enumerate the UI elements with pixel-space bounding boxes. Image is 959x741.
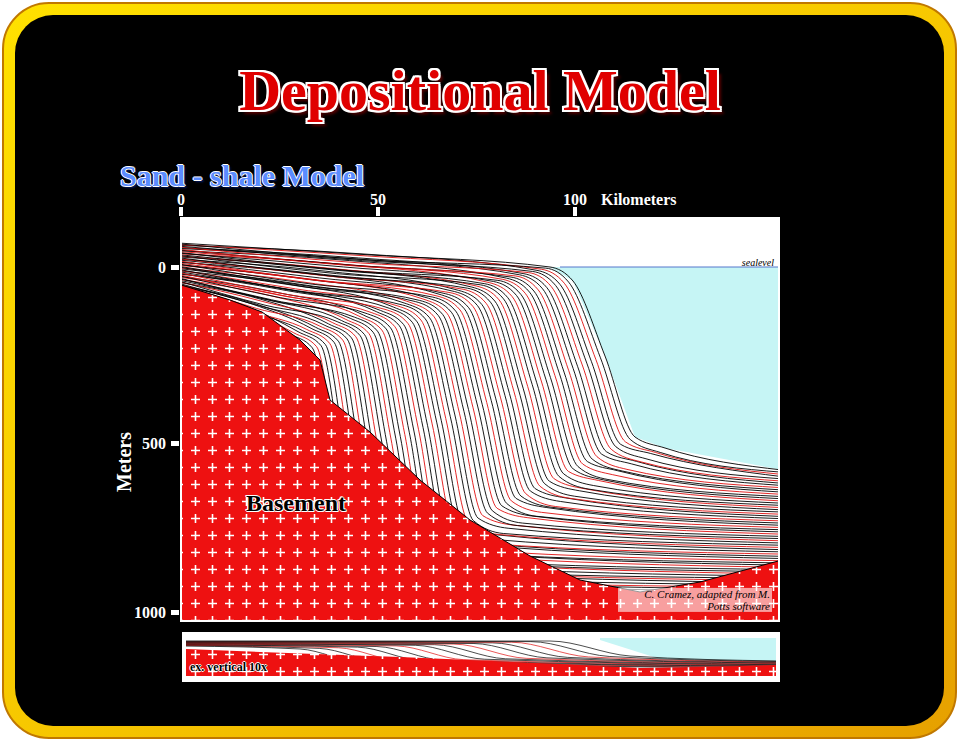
sediment-fill — [182, 243, 778, 620]
black-ground — [15, 15, 944, 726]
strip-panel — [182, 632, 780, 682]
label: Sand - shale Model — [120, 159, 364, 193]
strip-section — [186, 638, 776, 676]
cross-section — [182, 243, 778, 620]
label: 100 — [563, 191, 587, 209]
label: sealevel — [742, 257, 774, 268]
label: C. Cramez, adapted from M. Potts softwar… — [618, 588, 772, 612]
label: 1000 — [134, 604, 166, 622]
label: 50 — [370, 191, 386, 209]
label: 500 — [142, 435, 166, 453]
slide-title: Depositional Model — [239, 57, 721, 124]
gold-frame — [3, 3, 956, 738]
label: ex. vertical 10x — [190, 660, 267, 675]
label: 0 — [158, 259, 166, 277]
label: 0 — [177, 191, 185, 209]
label: Meters — [113, 432, 136, 492]
basement-rock — [182, 284, 778, 620]
label: Kilometers — [601, 191, 677, 209]
label: Basement — [246, 490, 346, 517]
